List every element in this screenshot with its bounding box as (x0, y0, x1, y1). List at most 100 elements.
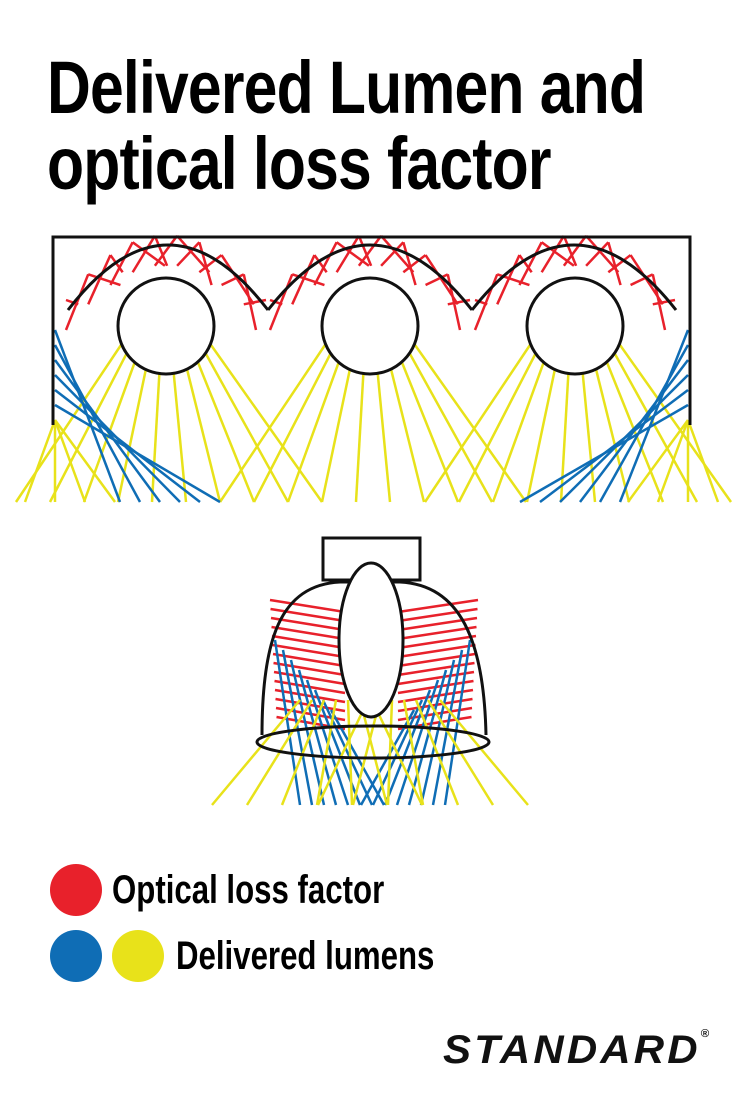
optical-loss-ray (131, 241, 166, 267)
optical-loss-ray (607, 241, 622, 286)
delivered-lumen-ray (431, 649, 464, 806)
optical-loss-ray (562, 235, 588, 267)
delivered-lumen-ray (439, 699, 529, 806)
legend-optical-loss: Optical loss factor (112, 868, 385, 912)
delivered-lumen-ray (316, 699, 370, 806)
lamp-1 (116, 276, 216, 376)
optical-loss-ray (540, 241, 575, 267)
delivered-lumen-ray (321, 699, 374, 806)
delivered-lumen-ray (209, 344, 324, 503)
optical-loss-ray (380, 241, 405, 267)
delivered-lumen-ray (407, 669, 448, 806)
delivered-lumen-ray (199, 344, 290, 503)
optical-loss-ray (496, 254, 521, 305)
reflector-rim (255, 724, 491, 760)
delivered-lumen-ray (403, 344, 494, 503)
optical-loss-ray (397, 598, 479, 614)
delivered-lumen-ray (358, 699, 389, 806)
delivered-lumen-ray (491, 344, 552, 503)
delivered-lumen-ray (54, 389, 201, 503)
delivered-lumen-ray (211, 699, 301, 806)
blue-legend-dot (50, 930, 102, 982)
optical-loss-ray (153, 235, 169, 267)
delivered-lumen-ray (189, 344, 256, 503)
delivered-lumen-ray (53, 419, 87, 503)
optical-loss-ray (271, 625, 346, 641)
delivered-lumen-ray (252, 344, 337, 503)
delivered-lumen-ray (656, 419, 690, 503)
optical-loss-ray (397, 652, 476, 668)
standard-logo: STANDARD® (443, 1028, 709, 1073)
optical-loss-ray (313, 254, 328, 273)
optical-loss-ray (380, 234, 415, 274)
optical-loss-ray (397, 643, 476, 659)
optical-loss-ray (585, 234, 620, 274)
delivered-lumen-ray (519, 403, 689, 504)
delivered-lumen-ray (315, 699, 338, 806)
delivered-lumen-ray (395, 679, 440, 806)
optical-loss-ray (272, 643, 346, 659)
optical-loss-ray (335, 241, 370, 267)
delivered-lumen-ray (626, 419, 690, 503)
yellow-legend-dot (112, 930, 164, 982)
page-title: Delivered Lumen and optical loss factor (47, 46, 646, 205)
optical-loss-ray (273, 670, 346, 686)
optical-loss-ray (397, 634, 477, 650)
title-line-1: Delivered Lumen and (47, 46, 646, 129)
optical-loss-ray (270, 607, 346, 623)
optical-loss-ray (397, 607, 478, 623)
optical-loss-ray (221, 273, 245, 287)
optical-loss-ray (270, 616, 346, 632)
driver-housing (321, 536, 422, 582)
delivered-lumen-ray (413, 344, 528, 503)
delivered-lumen-ray (419, 659, 456, 806)
optical-loss-ray (335, 235, 360, 273)
registered-mark: ® (700, 1028, 710, 1040)
optical-loss-ray (357, 235, 373, 267)
optical-loss-ray (562, 235, 578, 267)
red-legend-dot (50, 864, 102, 916)
optical-loss-ray (109, 241, 134, 286)
delivered-lumen-ray (386, 699, 394, 806)
optical-loss-ray (269, 598, 346, 614)
optical-loss-ray (402, 254, 427, 274)
delivered-lumen-ray (280, 699, 326, 806)
delivered-lumen-ray (588, 344, 631, 503)
optical-loss-ray (313, 241, 338, 286)
delivered-lumen-ray (82, 344, 143, 503)
delivered-lumen-ray (618, 344, 733, 503)
delivered-lumen-ray (423, 344, 532, 503)
delivered-lumen-ray (457, 344, 542, 503)
linear-fixture (51, 235, 692, 425)
delivered-lumen-ray (402, 699, 425, 806)
optical-loss-ray (397, 688, 474, 704)
delivered-lumen-ray (218, 344, 327, 503)
bulb (337, 561, 405, 719)
delivered-lumen-ray (383, 689, 432, 806)
delivered-lumen-ray (286, 344, 347, 503)
optical-loss-ray (607, 254, 632, 274)
logo-text: STANDARD (443, 1028, 701, 1072)
delivered-lumen-ray (273, 639, 302, 806)
optical-loss-ray (397, 625, 477, 641)
legend-delivered-lumens: Delivered lumens (176, 934, 435, 978)
title-line-2: optical loss factor (47, 122, 552, 205)
delivered-lumen-ray (179, 344, 222, 503)
delivered-lumen-ray (393, 344, 460, 503)
delivered-lumen-ray (414, 699, 460, 806)
reflector-1 (66, 243, 270, 311)
optical-loss-ray (518, 241, 543, 286)
delivered-lumen-ray (281, 649, 314, 806)
delivered-lumen-ray (370, 699, 424, 806)
highbay-fixture (255, 536, 491, 760)
optical-loss-ray (397, 661, 475, 677)
delivered-lumen-ray (346, 699, 354, 806)
optical-loss-ray (425, 273, 449, 287)
delivered-lumen-ray (320, 344, 357, 503)
delivered-lumen-ray (686, 419, 720, 503)
optical-loss-ray (153, 235, 179, 267)
optical-loss-ray (630, 273, 654, 287)
optical-loss-ray (291, 254, 316, 305)
optical-loss-ray (397, 670, 475, 686)
optical-loss-ray (402, 241, 417, 286)
